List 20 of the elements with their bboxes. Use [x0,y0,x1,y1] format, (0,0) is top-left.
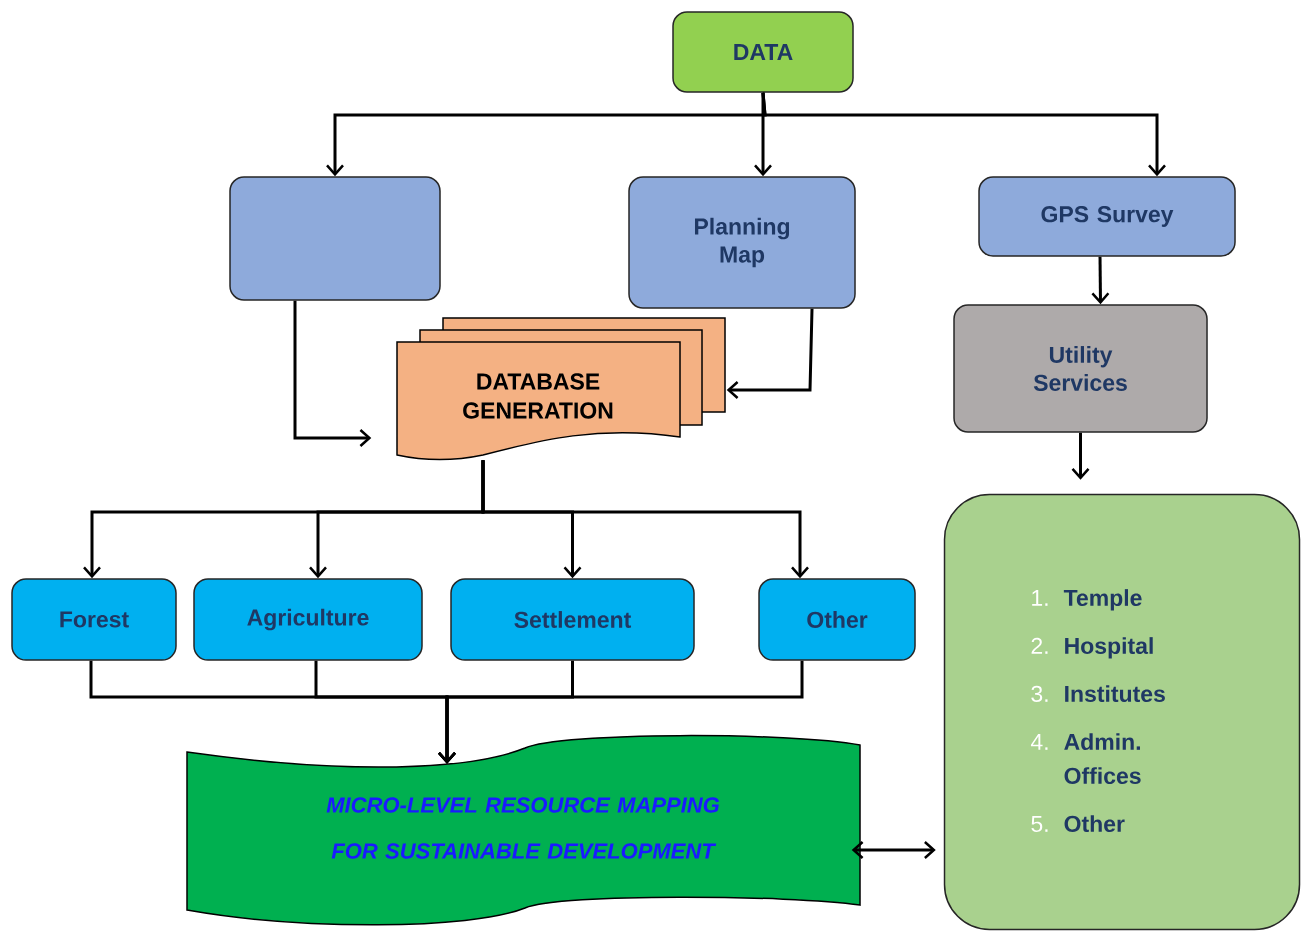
arrow [293,300,372,447]
source-box: GPS Survey [978,176,1236,257]
document-stack: DATABASE GENERATION [396,317,726,461]
arrow [438,660,804,764]
arrow [761,92,1166,177]
arrow [851,841,936,859]
arrow [1071,432,1090,480]
wavy-banner: MICRO-LEVEL RESOURCE MAPPING FOR SUSTAINABLE DEVELOPMENT [186,734,861,926]
category-box: Other [758,578,916,661]
source-box [229,176,441,301]
category-box: Settlement [450,578,695,661]
data-box: DATA [672,11,854,93]
source-box: Planning Map [628,176,856,309]
process-box: Utility Services [953,304,1208,433]
category-box: Agriculture [193,578,423,661]
arrow [726,308,814,399]
list-box: 1. Temple 2. Hospital 3. Institutes 4. Admin. Offices 5. Other [943,493,1301,931]
arrow [1091,256,1110,305]
arrow [481,460,809,579]
category-box: Forest [11,578,177,661]
